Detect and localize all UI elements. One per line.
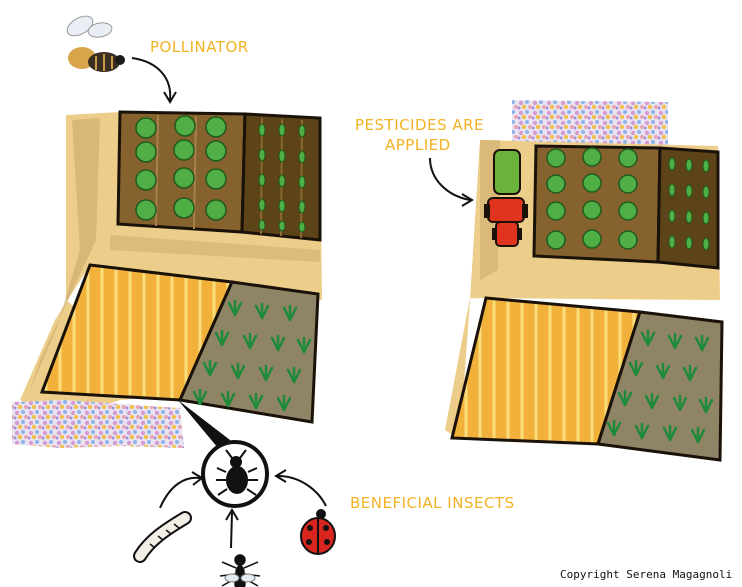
larva-icon	[140, 518, 185, 556]
beneficial-insects-label: BENEFICIAL INSECTS	[350, 494, 515, 513]
pesticides-arrow	[430, 158, 470, 200]
left-farm	[12, 112, 322, 448]
left-flower-strip	[12, 400, 184, 448]
pesticides-label-line1: PESTICIDES ARE	[355, 116, 484, 135]
right-farm	[430, 100, 722, 460]
bee-icon	[64, 12, 125, 72]
pollinator-label: POLLINATOR	[150, 38, 249, 57]
ladybug-icon	[301, 509, 335, 554]
arrow-from-larva	[160, 478, 200, 508]
arrow-from-ant	[231, 512, 232, 548]
right-flower-strip-top	[512, 100, 668, 146]
pesticides-label-line2: APPLIED	[385, 136, 451, 155]
copyright-text: Copyright Serena Magagnoli	[560, 568, 732, 581]
ant-icon	[220, 555, 260, 587]
